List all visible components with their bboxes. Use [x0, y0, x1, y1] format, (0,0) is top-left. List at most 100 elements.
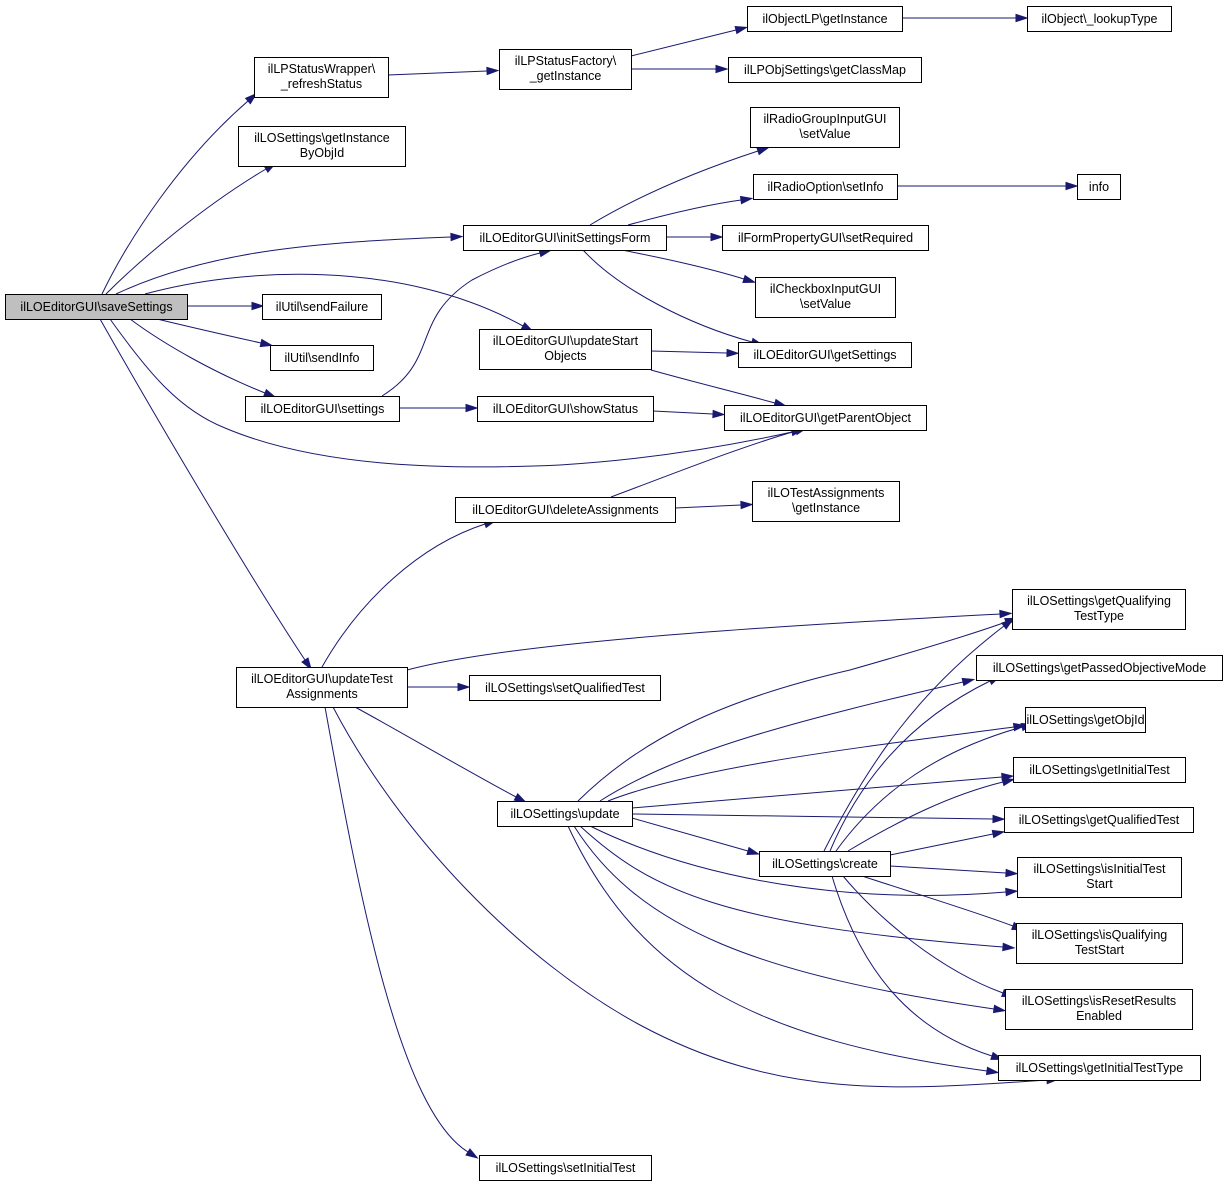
- node-getInitialTestType[interactable]: ilLOSettings\getInitialTestType: [998, 1055, 1201, 1081]
- edge-create-to-isQualifyingTestStart: [861, 875, 1025, 931]
- node-objectLPGetInstance[interactable]: ilObjectLP\getInstance: [747, 6, 903, 32]
- node-setInitialTest[interactable]: ilLOSettings\setInitialTest: [479, 1155, 652, 1181]
- node-label: ilLPStatusFactory\: [515, 54, 617, 68]
- edge-arrowhead: [742, 274, 757, 283]
- node-settings[interactable]: ilLOEditorGUI\settings: [245, 396, 400, 422]
- node-label: ilLOSettings\isInitialTest: [1033, 862, 1166, 876]
- edge-arrowhead: [961, 677, 976, 687]
- node-label: ilLOEditorGUI\getParentObject: [740, 411, 911, 425]
- edge-line: [567, 825, 988, 1072]
- node-checkboxSetValue[interactable]: ilCheckboxInputGUI\setValue: [755, 277, 896, 318]
- node-lookupType[interactable]: ilObject\_lookupType: [1027, 6, 1172, 32]
- node-sendInfo[interactable]: ilUtil\sendInfo: [270, 345, 374, 371]
- edge-arrowhead: [710, 232, 724, 242]
- edge-line: [627, 199, 742, 226]
- node-create[interactable]: ilLOSettings\create: [759, 851, 891, 877]
- edge-arrowhead: [465, 403, 479, 413]
- edge-saveSettings-to-initSettingsForm: [115, 232, 464, 295]
- node-saveSettings[interactable]: ilLOEditorGUI\saveSettings: [5, 294, 188, 320]
- edge-saveSettings-to-updateTestAssignments: [99, 318, 312, 671]
- node-refreshStatus[interactable]: ilLPStatusWrapper\_refreshStatus: [254, 57, 389, 98]
- node-getInitialTest[interactable]: ilLOSettings\getInitialTest: [1013, 757, 1186, 783]
- edge-line: [621, 249, 745, 280]
- node-box: [976, 655, 1223, 681]
- edge-line: [332, 706, 1048, 1088]
- node-box: [455, 497, 676, 523]
- node-sendFailure[interactable]: ilUtil\sendFailure: [262, 294, 382, 320]
- edge-create-to-getQualifyingTestType: [823, 618, 1015, 852]
- edge-create-to-getQualifiedTest: [889, 829, 1006, 856]
- node-showStatus[interactable]: ilLOEditorGUI\showStatus: [477, 396, 654, 422]
- node-box: [499, 49, 632, 90]
- node-box: [1005, 989, 1193, 1030]
- edge-line: [610, 430, 797, 498]
- edge-line: [129, 318, 266, 394]
- node-label: ByObjId: [300, 146, 345, 160]
- edge-line: [831, 875, 993, 1057]
- edge-line: [823, 625, 1005, 852]
- node-getClassMap[interactable]: ilLPObjSettings\getClassMap: [728, 57, 922, 83]
- node-box: [1025, 707, 1146, 733]
- node-label: _refreshStatus: [280, 77, 362, 91]
- edge-settings-to-showStatus: [399, 403, 479, 413]
- node-info[interactable]: info: [1077, 174, 1121, 200]
- node-box: [254, 57, 389, 98]
- node-box: [728, 57, 922, 83]
- edge-update-to-create: [631, 817, 761, 855]
- edge-updateTestAssignments-to-setQualifiedTest: [407, 682, 471, 692]
- node-setRequired[interactable]: ilFormPropertyGUI\setRequired: [722, 225, 929, 251]
- node-lpFactoryGetInstance[interactable]: ilLPStatusFactory\_getInstance: [499, 49, 632, 90]
- node-label: ilRadioOption\setInfo: [767, 180, 883, 194]
- edge-arrowhead: [726, 348, 740, 358]
- edge-arrowhead: [1005, 868, 1019, 878]
- edge-line: [582, 249, 753, 343]
- node-box: [479, 1155, 652, 1181]
- edge-line: [889, 833, 994, 856]
- edge-arrowhead: [1001, 777, 1016, 787]
- edge-lpFactoryGetInstance-to-getClassMap: [631, 64, 729, 74]
- edge-update-to-isInitialTestStart: [589, 825, 1019, 897]
- node-box: [238, 126, 406, 167]
- node-getQualifiedTest[interactable]: ilLOSettings\getQualifiedTest: [1004, 807, 1194, 833]
- edge-line: [577, 621, 1007, 802]
- edge-arrowhead: [991, 829, 1006, 839]
- edge-line: [650, 350, 728, 354]
- node-getObjId[interactable]: ilLOSettings\getObjId: [1025, 707, 1146, 733]
- edge-arrowhead: [244, 92, 258, 105]
- edge-line: [387, 70, 488, 76]
- node-initSettingsForm[interactable]: ilLOEditorGUI\initSettingsForm: [463, 225, 667, 251]
- edge-arrowhead: [450, 232, 464, 242]
- edge-arrowhead: [992, 1004, 1007, 1014]
- edge-line: [579, 825, 1004, 948]
- edge-arrowhead: [513, 792, 528, 803]
- node-deleteAssignments[interactable]: ilLOEditorGUI\deleteAssignments: [455, 497, 676, 523]
- edge-line: [589, 150, 759, 226]
- node-getParentObject[interactable]: ilLOEditorGUI\getParentObject: [724, 405, 927, 431]
- node-radioGroupSetValue[interactable]: ilRadioGroupInputGUI\setValue: [750, 107, 900, 148]
- node-radioOptionSetInfo[interactable]: ilRadioOption\setInfo: [753, 174, 898, 200]
- edge-update-to-getQualifiedTest: [631, 813, 1006, 824]
- node-testAssignmentsGetInstance[interactable]: ilLOTestAssignments\getInstance: [752, 481, 900, 522]
- edge-arrowhead: [985, 1066, 1000, 1076]
- node-label: ilLPStatusWrapper\: [268, 62, 376, 76]
- edge-lpFactoryGetInstance-to-objectLPGetInstance: [630, 25, 749, 57]
- edge-updateStartObjects-to-getSettings: [650, 348, 740, 358]
- node-setQualifiedTest[interactable]: ilLOSettings\setQualifiedTest: [469, 675, 661, 701]
- node-box: [750, 107, 900, 148]
- node-box: [469, 675, 661, 701]
- edge-radioOptionSetInfo-to-info: [897, 181, 1079, 191]
- node-box: [236, 667, 408, 708]
- node-getSettings[interactable]: ilLOEditorGUI\getSettings: [738, 342, 912, 368]
- edge-saveSettings-to-loSettingsGetInstanceByObjId: [105, 162, 277, 295]
- node-getPassedObjectiveMode[interactable]: ilLOSettings\getPassedObjectiveMode: [976, 655, 1223, 681]
- edge-line: [321, 523, 486, 668]
- node-update[interactable]: ilLOSettings\update: [497, 801, 633, 827]
- node-box: [477, 396, 654, 422]
